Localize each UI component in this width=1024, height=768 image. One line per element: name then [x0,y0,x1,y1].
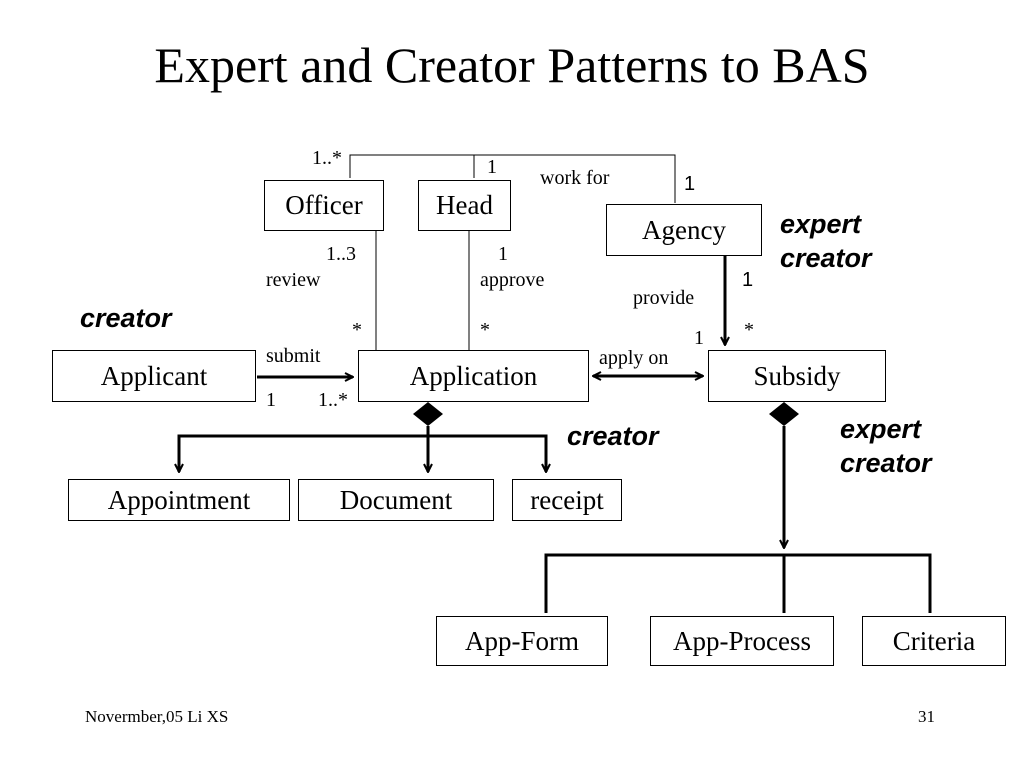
assoc-provide: provide [633,287,695,309]
assoc-approve: approve [480,269,545,291]
assoc-submit: submit [266,345,321,367]
class-subsidy: Subsidy [708,350,886,402]
mult-officer-review: 1..3 [326,243,356,265]
mult-application-review: * [352,319,362,341]
tag-application-creator: creator [567,421,659,451]
page-number: 31 [918,707,935,726]
class-officer: Officer [264,180,384,231]
application-composition-tree [179,426,546,472]
mult-application-apply-on: 1 [694,327,704,349]
class-app-process: App-Process [650,616,834,666]
mult-application-submit: 1..* [318,389,348,411]
assoc-review: review [266,269,321,291]
subsidy-composition-diamond [769,402,799,426]
tag-agency-creator: creator [780,243,872,273]
tag-subsidy-creator: creator [840,448,932,478]
class-agency: Agency [606,204,762,256]
assoc-apply-on: apply on [599,347,669,369]
class-head: Head [418,180,511,231]
class-applicant: Applicant [52,350,256,402]
mult-officer-work-for: 1..* [312,147,342,169]
mult-application-approve: * [480,319,490,341]
assoc-work-for: work for [540,167,610,189]
class-document: Document [298,479,494,521]
tag-subsidy-expert: expert [840,414,922,444]
tag-applicant-creator: creator [80,303,172,333]
application-composition-diamond [413,402,443,426]
mult-agency-provide: 1 [742,269,754,291]
mult-agency-work-for: 1 [684,173,696,195]
mult-head-approve: 1 [498,243,508,265]
mult-head-work-for: 1 [487,156,497,178]
class-criteria: Criteria [862,616,1006,666]
slide-title: Expert and Creator Patterns to BAS [154,37,870,93]
tag-agency-expert: expert [780,209,862,239]
class-appointment: Appointment [68,479,290,521]
footer-author-date: Novermber,05 Li XS [85,707,229,726]
subsidy-composition-tree [544,426,932,613]
work-for-connector [349,154,676,203]
class-receipt: receipt [512,479,622,521]
class-app-form: App-Form [436,616,608,666]
mult-applicant-submit: 1 [266,389,276,411]
class-application: Application [358,350,589,402]
mult-subsidy-provide: * [744,319,754,341]
